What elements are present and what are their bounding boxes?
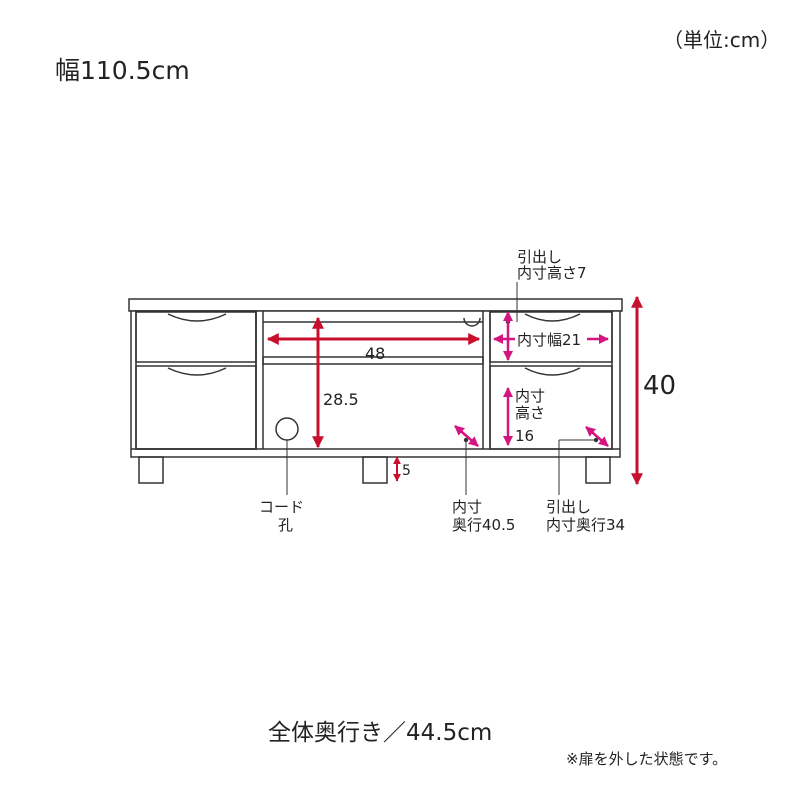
top-board [128,298,623,312]
right-drawer-top-handle [524,313,581,322]
cabinet [128,298,623,484]
leader-lines [286,282,596,495]
right-drawer-top [489,311,613,363]
left-drawer-bottom-handle [167,367,227,376]
inner-height-label-3: 16 [515,427,534,445]
inner-depth-label-2: 奥行40.5 [452,516,515,534]
cord-hole-label-2: 孔 [278,516,293,534]
inner-height-label-2: 高さ [515,404,545,422]
left-drawer-top-handle [167,313,227,322]
leg-right [585,456,611,484]
drawer-inner-width-text: 内寸幅21 [517,331,581,349]
leg-left [138,456,164,484]
center-shelf [262,356,484,365]
overall-depth-label: 全体奥行き／44.5cm [268,720,493,746]
note-label: ※扉を外した状態です。 [566,750,728,768]
unit-label: （単位:cm） [663,28,781,52]
inner-height-label-1: 内寸 [515,387,545,405]
center-hole-notch [463,317,481,327]
drawer-height-label-2: 内寸高さ7 [517,264,587,282]
total-height-text: 40 [643,371,676,401]
red-arrows [266,295,643,486]
right-drawer-bottom [489,365,613,450]
left-drawer-bottom [135,365,257,450]
leg-height-text: 5 [402,463,411,479]
center-height-text: 28.5 [323,390,359,409]
drawer-depth-label-2: 内寸奥行34 [546,516,625,534]
cord-hole-label-1: コード [259,498,304,516]
leg-center [362,456,388,484]
width-label: 幅110.5cm [55,56,190,85]
left-drawer-top [135,311,257,363]
drawer-depth-label-1: 引出し [546,498,591,516]
arrow-inner-depth [454,425,479,447]
arrow-drawer-depth [585,426,609,447]
center-width-text: 48 [365,344,385,363]
drawer-height-label-1: 引出し [517,248,562,266]
inner-depth-label-1: 内寸 [452,498,482,516]
drawer-width-label-bg [515,328,587,348]
right-drawer-bottom-handle [524,367,581,376]
